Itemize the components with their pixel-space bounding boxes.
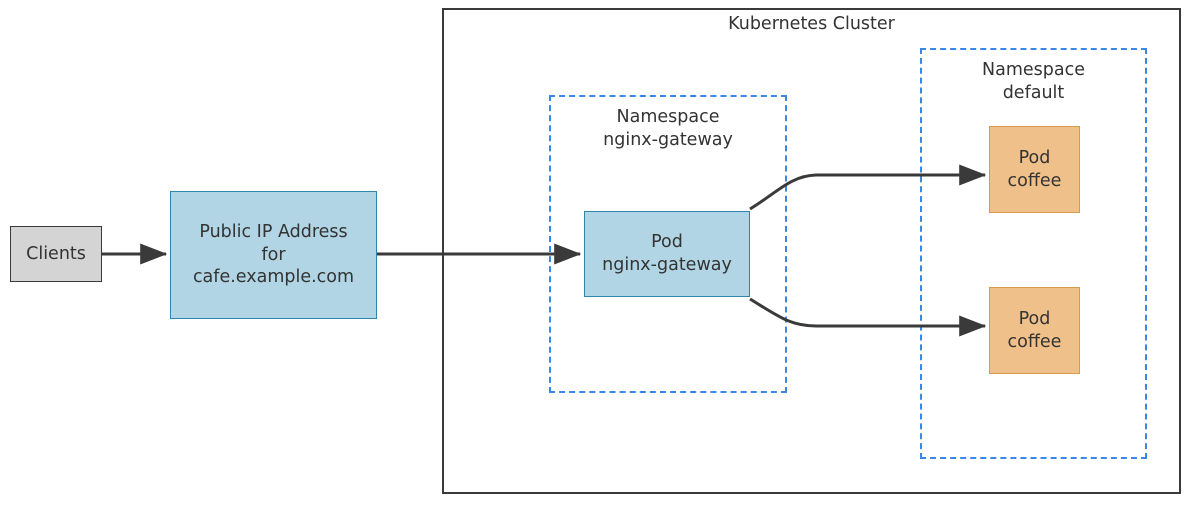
namespace-nginx-gateway-label: Namespace nginx-gateway xyxy=(603,107,733,151)
namespace-nginx-gateway: Namespace nginx-gateway xyxy=(549,95,787,393)
node-pod-coffee-upper: Pod coffee xyxy=(989,126,1080,213)
node-clients: Clients xyxy=(10,226,102,282)
kubernetes-cluster-label: Kubernetes Cluster xyxy=(728,14,895,34)
node-pod-coffee-lower: Pod coffee xyxy=(989,287,1080,374)
node-pod-nginx-gateway: Pod nginx-gateway xyxy=(584,211,750,297)
namespace-default: Namespace default xyxy=(920,48,1147,459)
node-public-ip-address: Public IP Address for cafe.example.com xyxy=(170,191,377,319)
namespace-default-label: Namespace default xyxy=(982,60,1085,104)
